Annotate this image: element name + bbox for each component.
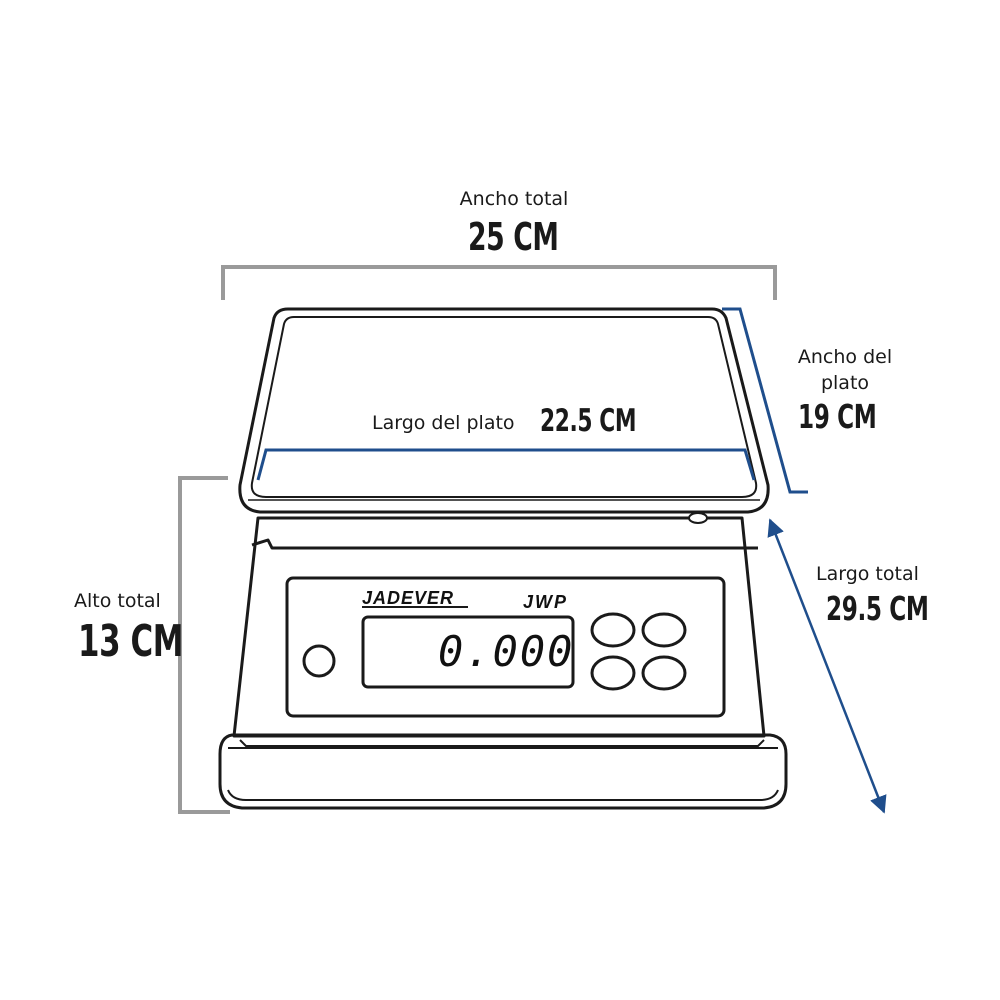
plate-width-label-line2: plato <box>820 372 870 394</box>
key-bottom-right[interactable] <box>641 655 687 691</box>
power-button[interactable] <box>302 644 336 678</box>
model-label: JWP <box>523 592 569 612</box>
total-height-bracket <box>178 476 230 814</box>
total-width-value: 25 CM <box>468 215 559 259</box>
plate-width-value: 19 CM <box>798 397 877 436</box>
key-top-left[interactable] <box>590 612 636 648</box>
total-width-bracket <box>221 265 777 300</box>
control-panel <box>285 576 726 718</box>
plate-width-label-line1: Ancho del <box>797 346 893 368</box>
total-length-value: 29.5 CM <box>826 589 929 628</box>
level-bubble <box>688 512 708 524</box>
plate-length-label: Largo del plato <box>372 412 515 434</box>
plate-length-bracket <box>256 448 756 481</box>
key-top-right[interactable] <box>641 612 687 648</box>
brand-logo: JADEVER <box>362 588 455 608</box>
total-width-label: Ancho total <box>459 188 569 210</box>
total-length-arrow <box>767 518 887 814</box>
lcd-reading: 0.000 <box>438 627 575 676</box>
key-bottom-left[interactable] <box>590 655 636 691</box>
keypad <box>590 612 687 691</box>
lcd-window <box>361 615 575 689</box>
plate-length-value: 22.5 CM <box>540 403 637 439</box>
scale-housing <box>232 516 766 747</box>
plate-width-bracket <box>722 307 808 494</box>
total-height-label: Alto total <box>74 590 161 612</box>
weighing-plate <box>238 307 770 514</box>
total-height-value: 13 CM <box>78 616 184 667</box>
total-length-label: Largo total <box>816 563 919 585</box>
